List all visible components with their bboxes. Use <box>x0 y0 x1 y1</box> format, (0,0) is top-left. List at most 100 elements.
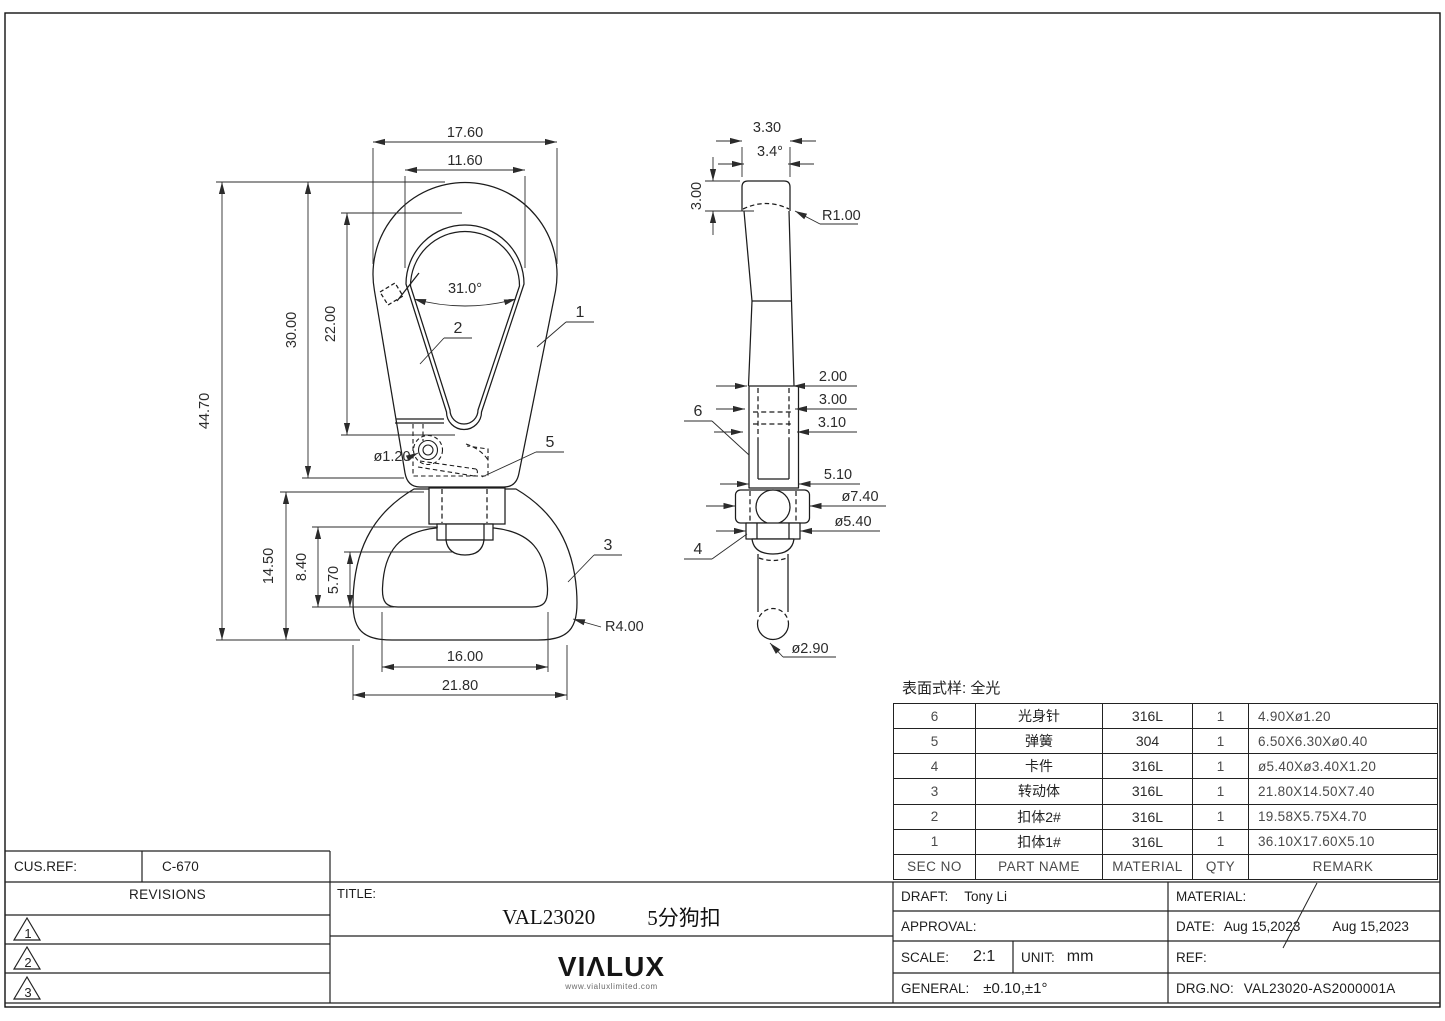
front-view-swivel-stud <box>428 487 506 556</box>
header-material: MATERIAL <box>1103 854 1193 879</box>
revisions-label: REVISIONS <box>128 887 207 902</box>
dim-gate-angle: 31.0° <box>448 281 482 297</box>
table-row: 4 卡件 316L 1 ø5.40Xø3.40X1.20 <box>894 754 1437 780</box>
part-material: 316L <box>1103 704 1193 729</box>
part-sec-no: 4 <box>894 754 976 779</box>
material-label: MATERIAL: <box>1176 889 1247 904</box>
dim-clevis-width: 5.10 <box>824 467 852 483</box>
dim-total-height: 44.70 <box>197 393 213 429</box>
vialux-logo-url: www.vialuxlimited.com <box>565 982 658 991</box>
part-material: 316L <box>1103 754 1193 779</box>
dim-w1: 2.00 <box>819 369 847 385</box>
part-remark: 36.10X17.60X5.10 <box>1258 834 1375 850</box>
unit-label: UNIT: <box>1021 949 1055 965</box>
sheet-border <box>4 12 1441 1008</box>
part-remark: ø5.40Xø3.40X1.20 <box>1258 758 1377 774</box>
balloon-1: 1 <box>576 304 585 321</box>
draft-row: DRAFT: Tony Li <box>901 882 1007 911</box>
dim-collar-dia: ø5.40 <box>834 514 871 530</box>
title-label: TITLE: <box>337 885 377 901</box>
drg-no-row: DRG.NO: VAL23020-AS2000001A <box>1176 973 1396 1003</box>
part-material: 316L <box>1103 779 1193 804</box>
side-view-part <box>734 180 811 641</box>
ref-row: REF: <box>1176 941 1207 973</box>
part-remark: 6.50X6.30Xø0.40 <box>1258 733 1368 749</box>
part-qty: 1 <box>1193 779 1249 804</box>
dim-taper-angle: 3.4° <box>757 144 783 160</box>
drg-no-value: VAL23020-AS2000001A <box>1243 980 1396 996</box>
dim-tip-width: 3.30 <box>753 120 781 136</box>
date-value-2: Aug 15,2023 <box>1332 918 1409 934</box>
revision-mark-3: 3 <box>24 985 31 1000</box>
table-row: 5 弹簧 304 1 6.50X6.30Xø0.40 <box>894 729 1437 755</box>
part-sec-no: 5 <box>894 729 976 754</box>
balloon-3: 3 <box>604 537 613 554</box>
date-value-1: Aug 15,2023 <box>1223 918 1301 934</box>
dim-ring-inner-height: 8.40 <box>294 553 310 581</box>
balloon-6: 6 <box>694 403 703 420</box>
dim-w2: 3.00 <box>819 392 847 408</box>
part-material: 304 <box>1103 729 1193 754</box>
part-name: 光身针 <box>976 704 1103 729</box>
material-row: MATERIAL: <box>1176 882 1246 911</box>
part-name: 卡件 <box>976 754 1103 779</box>
header-sec-no: SEC NO <box>894 854 976 879</box>
part-qty: 1 <box>1193 829 1249 854</box>
table-row: 1 扣体1# 316L 1 36.10X17.60X5.10 <box>894 829 1437 855</box>
dim-ring-height: 14.50 <box>261 548 277 584</box>
part-material: 316L <box>1103 804 1193 829</box>
dim-rod-dia: ø2.90 <box>791 641 828 657</box>
draft-value: Tony Li <box>964 889 1008 904</box>
part-sec-no: 3 <box>894 779 976 804</box>
table-row: 2 扣体2# 316L 1 19.58X5.75X4.70 <box>894 804 1437 830</box>
date-label: DATE: <box>1176 918 1215 934</box>
draft-label: DRAFT: <box>901 889 949 904</box>
company-logo: VIΛLUX www.vialuxlimited.com <box>330 952 893 992</box>
dim-inner-height: 22.00 <box>323 306 339 342</box>
scale-label: SCALE: <box>901 949 950 965</box>
dim-tip-radius: R1.00 <box>822 208 861 224</box>
approval-row: APPROVAL: <box>901 911 977 941</box>
part-remark: 4.90Xø1.20 <box>1258 708 1331 724</box>
dim-ring-inner-width: 16.00 <box>447 649 483 665</box>
part-sec-no: 2 <box>894 804 976 829</box>
side-view-dim-labels: 3.30 3.4° 3.00 R1.00 2.00 3.00 3.10 5.10… <box>689 120 879 657</box>
cus-ref-value: C-670 <box>162 859 199 874</box>
drg-no-label: DRG.NO: <box>1176 980 1234 996</box>
general-row: GENERAL: ±0.10,±1° <box>901 973 1047 1003</box>
dim-corner-radius: R4.00 <box>605 619 644 635</box>
revision-mark-1: 1 <box>24 926 31 941</box>
balloon-4: 4 <box>694 541 703 558</box>
dim-body-height: 30.00 <box>284 312 300 348</box>
part-sec-no: 6 <box>894 704 976 729</box>
parts-table: 6 光身针 316L 1 4.90Xø1.20 5 弹簧 304 1 6.50X… <box>893 703 1438 880</box>
title-name: 5分狗扣 <box>647 906 721 930</box>
dim-ring-outer-width: 21.80 <box>442 678 478 694</box>
cus-ref-label: CUS.REF: <box>14 859 78 874</box>
dim-pin-dia: ø1.20 <box>373 449 410 465</box>
balloon-5: 5 <box>546 434 555 451</box>
part-qty: 1 <box>1193 804 1249 829</box>
dim-tip-height: 3.00 <box>689 182 705 210</box>
table-row: 3 转动体 316L 1 21.80X14.50X7.40 <box>894 779 1437 805</box>
title-block-lines <box>5 850 1440 1004</box>
vialux-logo-text: VIΛLUX <box>557 951 666 982</box>
table-header-row: SEC NO PART NAME MATERIAL QTY REMARK <box>894 854 1437 879</box>
front-view-hook-body <box>372 181 558 488</box>
title-code: VAL23020 <box>502 904 596 929</box>
part-qty: 1 <box>1193 729 1249 754</box>
balloon-2: 2 <box>454 320 463 337</box>
part-qty: 1 <box>1193 754 1249 779</box>
front-view-dimensions <box>216 138 622 700</box>
unit-value: mm <box>1066 948 1094 965</box>
part-material: 316L <box>1103 829 1193 854</box>
front-view-latch-mechanism <box>412 424 489 477</box>
front-view-dim-labels: 17.60 11.60 31.0° 44.70 30.00 22.00 14.5… <box>197 125 644 694</box>
revision-mark-2: 2 <box>24 955 31 970</box>
dim-outer-width: 17.60 <box>447 125 483 141</box>
part-remark: 19.58X5.75X4.70 <box>1258 809 1367 825</box>
table-row: 6 光身针 316L 1 4.90Xø1.20 <box>894 704 1437 730</box>
ref-label: REF: <box>1176 949 1207 965</box>
